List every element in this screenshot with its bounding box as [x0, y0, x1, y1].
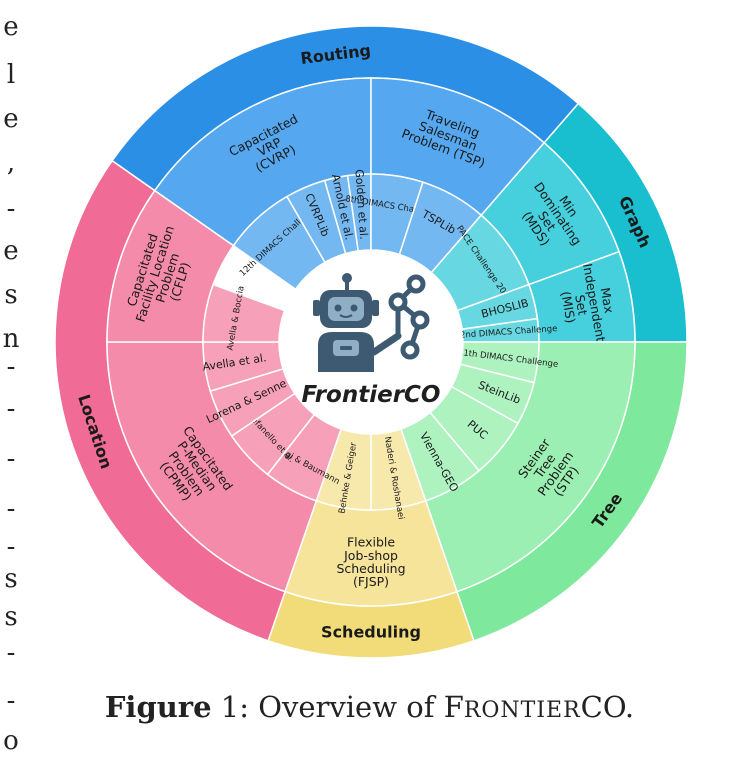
margin-glyph: s: [4, 280, 18, 310]
margin-glyph: -: [6, 352, 16, 382]
margin-glyph: e: [3, 236, 19, 266]
margin-glyph: -: [6, 494, 16, 524]
margin-glyph: -: [6, 394, 16, 424]
margin-glyph: -: [6, 444, 16, 474]
center-logo: FrontierCO: [279, 250, 463, 434]
figure-caption: Figure 1: Overview of FRONTIERCO.: [0, 690, 739, 724]
margin-glyph: -: [6, 638, 16, 668]
caption-period: .: [624, 690, 635, 724]
margin-glyph: o: [3, 726, 19, 756]
margin-glyph: -: [6, 532, 16, 562]
caption-name-tail: CO: [580, 690, 625, 724]
margin-glyph: e: [3, 104, 19, 134]
caption-number: 1:: [220, 690, 249, 724]
margin-glyph: -: [6, 686, 16, 716]
caption-name-rest: RONTIER: [463, 698, 581, 723]
category-label: Scheduling: [321, 623, 421, 642]
margin-glyph: s: [4, 602, 18, 632]
center-title: FrontierCO: [302, 382, 441, 408]
caption-text: Overview of: [258, 690, 435, 724]
margin-glyph: l: [6, 60, 16, 90]
source-label: Golden et al.: [352, 169, 370, 240]
robot-graph-icon: [313, 273, 430, 372]
margin-glyph: s: [4, 564, 18, 594]
problem-ring: CapacitatedVRP(CVRP)TravelingSalesmanPro…: [106, 77, 636, 607]
margin-glyph: n: [2, 324, 20, 354]
margin-glyph: -: [6, 194, 16, 224]
caption-label: Figure: [104, 690, 212, 724]
margin-glyph: ,: [6, 148, 16, 178]
margin-glyph: e: [3, 12, 19, 42]
caption-name-initial: F: [443, 690, 464, 724]
